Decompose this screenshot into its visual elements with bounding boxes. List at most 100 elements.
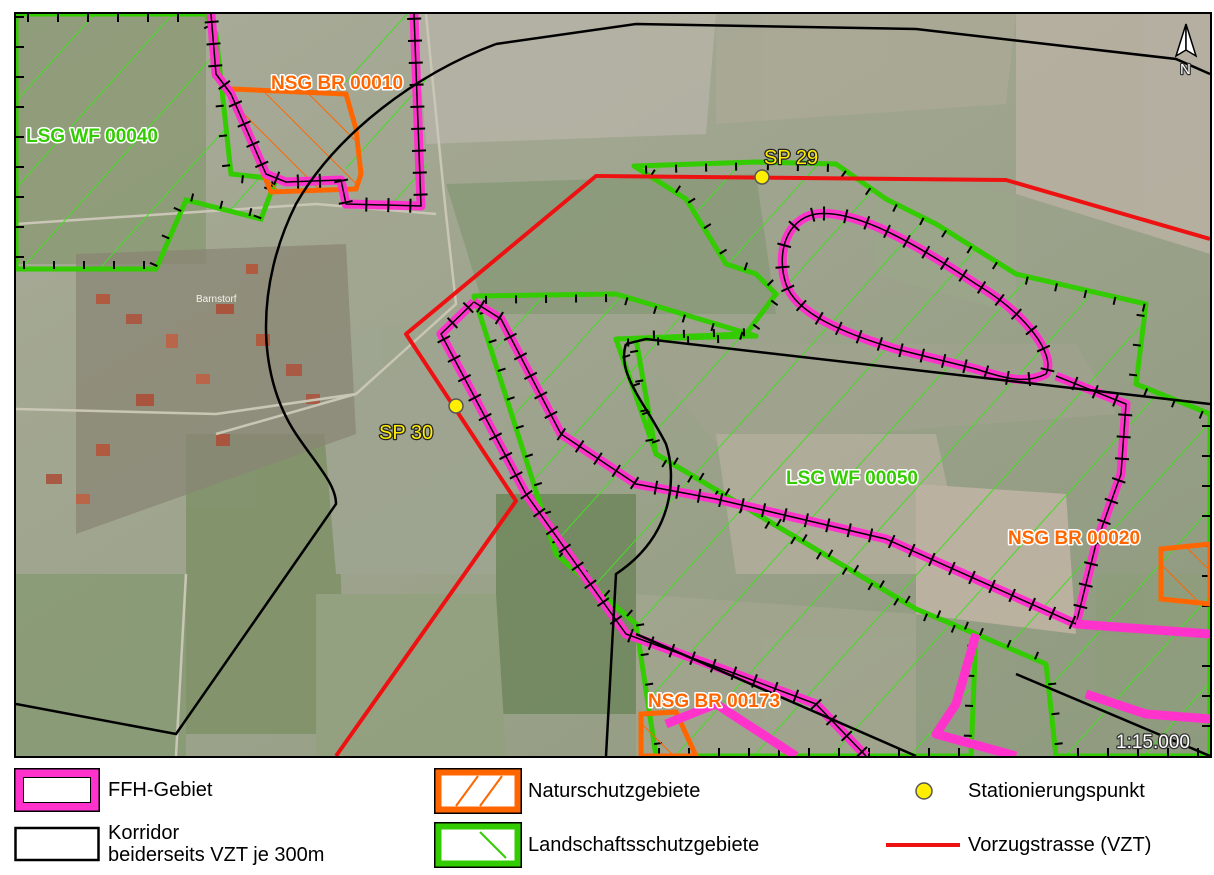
lsg-tick — [645, 682, 654, 686]
lsg-tick — [904, 595, 911, 604]
label-sp-30: SP 30 — [379, 422, 433, 444]
legend-item-vzt: Vorzugstrasse (VZT) — [884, 830, 1151, 860]
ffh-tick — [709, 658, 717, 673]
ffh-tick — [1036, 344, 1051, 353]
ffh-tick — [902, 234, 911, 248]
ffh-tick — [939, 257, 950, 271]
ffh-tick — [1008, 588, 1016, 603]
north-arrow-icon: N — [1174, 23, 1198, 79]
ffh-tick — [777, 242, 792, 249]
lsg-tick — [533, 482, 543, 487]
legend-item-station: Stationierungspunkt — [884, 776, 1145, 806]
lsg-tick — [635, 379, 644, 383]
ffh-tick — [204, 20, 219, 24]
ffh-tick — [571, 561, 584, 572]
legend-swatch-lsg — [434, 822, 522, 868]
ffh-tick — [1068, 615, 1077, 630]
lsg-tick — [1198, 410, 1204, 419]
ffh-tick — [476, 299, 486, 313]
lsg-tick — [149, 261, 158, 267]
lsg-tick — [1136, 313, 1145, 317]
ffh-tick — [228, 100, 243, 108]
lsg-tick — [681, 314, 686, 323]
ffh-tick — [1089, 539, 1104, 546]
lsg-tick — [936, 610, 942, 619]
ffh-tick — [411, 127, 426, 130]
ffh-tick — [318, 173, 322, 188]
lsg-tick — [624, 297, 629, 306]
lsg-tick — [770, 299, 779, 307]
legend-swatch-station — [915, 782, 933, 800]
ffh-ticks — [204, 17, 1133, 756]
lsg-tick — [524, 453, 534, 458]
ffh-tick — [887, 534, 896, 549]
ffh-tick — [940, 353, 947, 368]
ffh-tick — [846, 523, 852, 538]
ffh-tick — [407, 17, 422, 21]
ffh-tick — [408, 61, 423, 64]
ffh-tick — [412, 171, 427, 174]
ffh-tick — [775, 265, 790, 269]
lsg-tick — [719, 248, 728, 255]
ffh-tick — [988, 579, 996, 594]
ffh-tick — [411, 149, 427, 152]
north-label: N — [1180, 61, 1191, 78]
lsg-tick — [1024, 276, 1029, 285]
lsg-tick — [764, 521, 771, 529]
lsg-tick — [506, 396, 515, 401]
lsg-tick — [645, 438, 654, 442]
legend-item-nsg: Naturschutzgebiete — [434, 768, 700, 814]
ffh-tick — [523, 371, 538, 380]
ffh-tick — [855, 329, 863, 344]
lsg-tick — [219, 200, 224, 209]
legend-swatch-nsg — [434, 768, 522, 814]
ffh-tick — [413, 193, 428, 196]
lsg-tick — [724, 487, 731, 496]
lsg-tick — [603, 589, 611, 598]
ffh-tick — [1115, 457, 1130, 461]
lsg-tick — [161, 234, 170, 240]
label-town: Barnstorf — [196, 294, 237, 305]
ffh-tick — [948, 561, 956, 576]
lsg-areas — [16, 14, 1210, 756]
lsg-tick — [892, 203, 898, 212]
ffh-tick — [803, 513, 809, 528]
lsg-tick — [1129, 373, 1138, 377]
lsg-tick — [964, 621, 969, 630]
ffh-tick — [843, 209, 849, 224]
lsg-tick — [190, 193, 195, 202]
ffh-tick — [611, 464, 621, 478]
ffh-tick — [810, 207, 816, 222]
ffh-tick — [254, 160, 269, 169]
station-point-sp30 — [448, 398, 464, 414]
lsg-tick — [1034, 651, 1040, 660]
lsg-tick — [1054, 742, 1063, 746]
ffh-tick — [782, 508, 788, 523]
lsg-tick — [752, 323, 761, 331]
ffh-tick — [1010, 308, 1022, 320]
ffh-tick — [509, 471, 523, 480]
lsg-tick — [253, 214, 262, 220]
ffh-tick — [457, 374, 472, 383]
lsg-tick — [950, 624, 956, 633]
lsg-tick — [941, 229, 948, 238]
ffh-tick — [478, 412, 492, 422]
legend-label-vzt: Vorzugstrasse (VZT) — [968, 834, 1152, 856]
ffh-tick — [208, 64, 223, 68]
map-view[interactable]: NSG BR 00010 LSG WF 00040 SP 29 SP 30 LS… — [14, 12, 1212, 758]
ffh-tick — [1118, 413, 1133, 417]
legend-item-ffh: FFH-Gebiet — [14, 768, 212, 812]
ffh-tick — [907, 543, 916, 558]
lsg-tick — [651, 439, 660, 444]
legend-label-lsg: Landschaftsschutzgebiete — [528, 834, 760, 856]
ffh-tick — [898, 343, 904, 358]
lsg-tick — [1051, 712, 1060, 716]
ffh-tick — [958, 269, 968, 282]
ffh-tick — [1048, 606, 1057, 621]
ffh-tick — [513, 352, 528, 361]
lsg-tick — [1048, 682, 1057, 686]
lsg-tick — [652, 305, 658, 315]
ffh-tick — [696, 488, 702, 503]
scale-text: 1:15.000 — [1116, 732, 1190, 753]
